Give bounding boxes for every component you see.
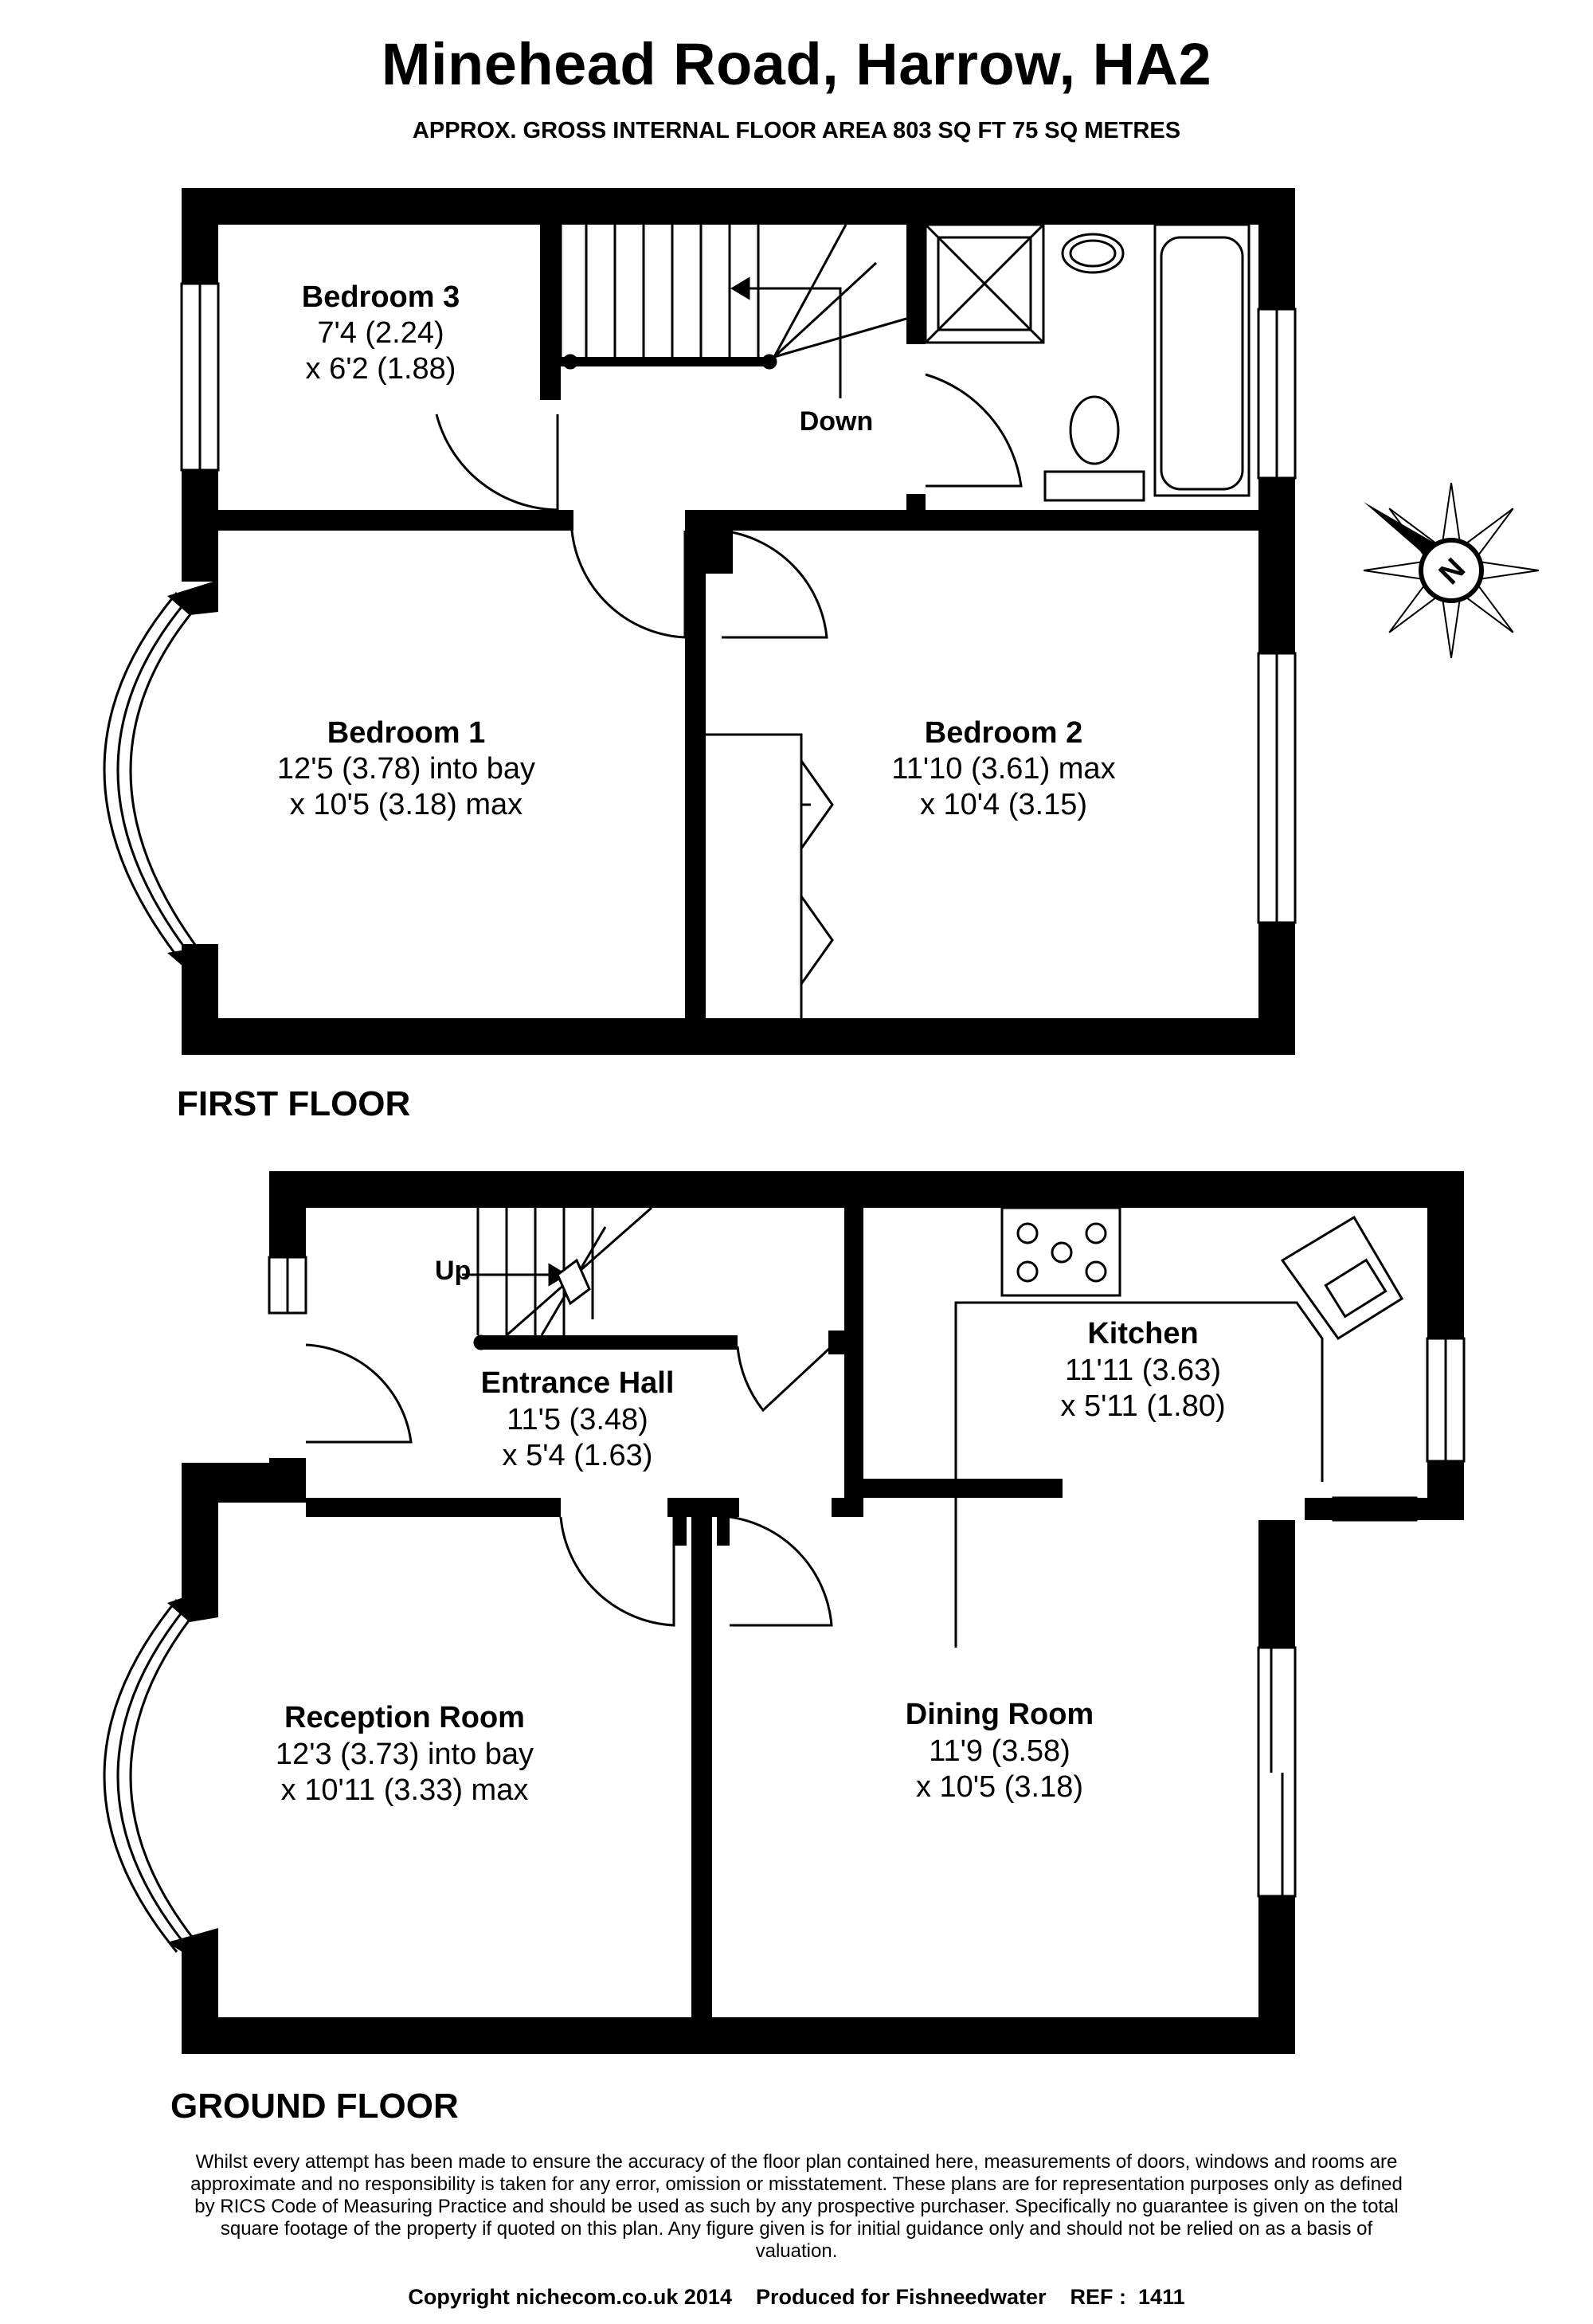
- reception-dim1: 12'3 (3.73) into bay: [276, 1738, 534, 1771]
- dining-name: Dining Room: [906, 1698, 1094, 1731]
- bedroom1-dim2: x 10'5 (3.18) max: [290, 788, 523, 821]
- bedroom2-dim2: x 10'4 (3.15): [920, 788, 1087, 821]
- hall-name: Entrance Hall: [481, 1366, 675, 1400]
- first-floor-stairs: [559, 224, 907, 398]
- ground-floor-stairs: [462, 1206, 652, 1350]
- dining-dim2: x 10'5 (3.18): [916, 1770, 1083, 1804]
- ground-floor-windows: [103, 1256, 1466, 1953]
- kitchen-name: Kitchen: [1087, 1317, 1198, 1350]
- stair-up-label: Up: [435, 1256, 471, 1286]
- kitchen-dim2: x 5'11 (1.80): [1060, 1389, 1225, 1423]
- ground-floor-doors: [305, 1343, 833, 1627]
- stair-down-label: Down: [800, 406, 874, 437]
- kitchen-fittings: [954, 1206, 1404, 1648]
- reception-dim2: x 10'11 (3.33) max: [281, 1773, 529, 1807]
- ground-floor-walls: [167, 1171, 1464, 2054]
- bedroom2-name: Bedroom 2: [925, 716, 1082, 750]
- hall-dim1: 11'5 (3.48): [507, 1403, 648, 1436]
- dining-dim1: 11'9 (3.58): [929, 1734, 1070, 1768]
- first-floor-windows: [103, 282, 1297, 957]
- kitchen-dim1: 11'11 (3.63): [1065, 1354, 1221, 1387]
- disclaimer-text: Whilst every attempt has been made to en…: [190, 2151, 1403, 2262]
- bedroom3-name: Bedroom 3: [302, 280, 460, 314]
- bedroom3-dim1: 7'4 (2.24): [317, 316, 444, 350]
- bedroom1-name: Bedroom 1: [327, 716, 485, 750]
- plan-title: Minehead Road, Harrow, HA2: [381, 31, 1212, 97]
- bedroom3-dim2: x 6'2 (1.88): [306, 352, 456, 386]
- bedroom1-dim1: 12'5 (3.78) into bay: [277, 752, 535, 786]
- reception-name: Reception Room: [284, 1701, 525, 1734]
- first-floor-label: FIRST FLOOR: [177, 1084, 410, 1123]
- compass-icon: N: [1363, 482, 1540, 659]
- first-floor-doors: [435, 373, 1023, 1018]
- footer-copyright: Copyright nichecom.co.uk 2014 Produced f…: [408, 2285, 1185, 2309]
- bathroom-fittings: [924, 223, 1251, 502]
- first-floor-walls: [167, 188, 1295, 1055]
- ground-floor-label: GROUND FLOOR: [170, 2087, 459, 2126]
- ground-floor-plan: Up Entrance Hall 11'5 (3.48) x 5'4 (1.63…: [103, 1171, 1466, 2126]
- first-floor-plan: Down Bedroom 3 7'4 (2.24) x 6'2 (1.88) B…: [103, 188, 1297, 1123]
- floor-area-subtitle: APPROX. GROSS INTERNAL FLOOR AREA 803 SQ…: [412, 118, 1181, 143]
- bedroom2-dim1: 11'10 (3.61) max: [891, 752, 1115, 786]
- hall-dim2: x 5'4 (1.63): [503, 1439, 653, 1472]
